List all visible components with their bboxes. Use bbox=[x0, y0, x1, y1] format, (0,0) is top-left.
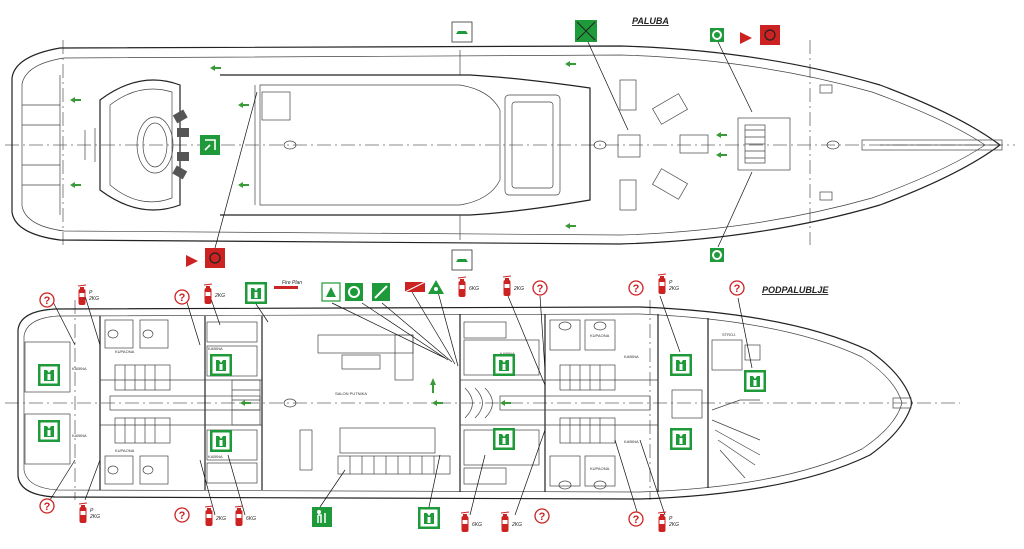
fire-extinguisher-icon bbox=[657, 273, 667, 295]
svg-text:2KG: 2KG bbox=[513, 286, 524, 292]
bathroom-label: KUPAONA bbox=[115, 349, 135, 354]
engine-room-label: STROJ. bbox=[722, 332, 736, 337]
emergency-exit-icon bbox=[311, 506, 333, 528]
cabin-label: KABINA bbox=[624, 354, 639, 359]
svg-text:2KG: 2KG bbox=[215, 516, 226, 522]
question-mark-icon bbox=[729, 280, 745, 296]
lower-deck-title: PODPALUBLJE bbox=[762, 285, 829, 295]
svg-text:P: P bbox=[669, 516, 673, 522]
life-ring-icon bbox=[709, 27, 725, 43]
svg-text:6KG: 6KG bbox=[246, 516, 256, 522]
liferaft-icon bbox=[451, 249, 473, 271]
question-mark-icon bbox=[174, 289, 190, 305]
life-jacket-icon bbox=[210, 430, 232, 452]
life-jacket-icon bbox=[210, 354, 232, 376]
salon-label: SALON PUTNIKA bbox=[335, 391, 367, 396]
svg-text:2KG: 2KG bbox=[511, 522, 522, 528]
cabin-label: KABINA bbox=[500, 351, 515, 356]
lower-deck: PODPALUBLJE bbox=[5, 285, 960, 500]
bathroom-label: KUPAONA bbox=[590, 466, 610, 471]
svg-text:2KG: 2KG bbox=[668, 286, 679, 292]
fire-extinguisher-icon bbox=[234, 505, 244, 527]
life-jacket-icon bbox=[245, 282, 267, 304]
cabin-label: KABINA bbox=[72, 433, 87, 438]
question-mark-icon bbox=[532, 280, 548, 296]
passenger-salon: SALON PUTNIKA bbox=[283, 334, 451, 475]
cabin-label: KABINA bbox=[208, 346, 223, 351]
question-mark-icon bbox=[39, 498, 55, 514]
cabin-label: KABINA bbox=[624, 439, 639, 444]
first-aid-icon bbox=[575, 20, 597, 42]
fire-extinguisher-icon bbox=[457, 276, 467, 298]
life-jacket-icon bbox=[418, 507, 440, 529]
svg-text:P: P bbox=[669, 280, 673, 286]
upper-deck: PALUBA bbox=[5, 16, 1015, 271]
svg-text:P: P bbox=[89, 290, 93, 296]
fire-hose-icon bbox=[372, 283, 390, 301]
cabin-label: KABINA bbox=[208, 454, 223, 459]
first-aid-icon bbox=[428, 280, 444, 294]
emergency-exit-icon bbox=[200, 135, 220, 155]
fire-hose-icon bbox=[760, 25, 780, 45]
lower-hull-outline bbox=[17, 306, 913, 500]
life-ring-icon bbox=[345, 283, 363, 301]
svg-text:Fire Plan: Fire Plan bbox=[282, 280, 302, 286]
svg-text:2KG: 2KG bbox=[214, 293, 225, 299]
fire-plan-icon: Fire Plan bbox=[274, 280, 302, 289]
svg-text:2KG: 2KG bbox=[668, 522, 679, 528]
deck-title: PALUBA bbox=[632, 16, 669, 26]
cabin-label: KABINA bbox=[72, 366, 87, 371]
svg-text:2KG: 2KG bbox=[89, 514, 100, 520]
svg-text:P: P bbox=[90, 508, 94, 514]
liferaft-icon bbox=[404, 281, 426, 293]
life-jacket-icon bbox=[670, 428, 692, 450]
fire-extinguisher-icon bbox=[203, 283, 213, 305]
life-jacket-icon bbox=[38, 364, 60, 386]
life-jacket-icon bbox=[744, 370, 766, 392]
question-mark-icon bbox=[534, 508, 550, 524]
svg-text:2KG: 2KG bbox=[88, 296, 99, 302]
fire-extinguisher-icon bbox=[78, 502, 88, 524]
fire-extinguisher-icon bbox=[460, 511, 470, 533]
question-mark-icon bbox=[628, 280, 644, 296]
question-mark-icon bbox=[174, 507, 190, 523]
question-mark-icon bbox=[39, 292, 55, 308]
bathroom-label: KUPAONA bbox=[115, 448, 135, 453]
svg-text:6KG: 6KG bbox=[472, 522, 482, 528]
extinguisher-labels: P 2KG 2KG 6KG 2KG P 2KG P 2KG 2KG 6KG 6K… bbox=[88, 280, 679, 528]
fire-hose-icon bbox=[205, 248, 225, 268]
life-jacket-icon bbox=[493, 428, 515, 450]
fire-extinguisher-icon bbox=[77, 284, 87, 306]
bathroom-label: KUPAONA bbox=[590, 333, 610, 338]
life-jacket-icon bbox=[38, 420, 60, 442]
life-jacket-icon bbox=[670, 354, 692, 376]
stairs bbox=[114, 364, 616, 444]
fire-extinguisher-icon bbox=[502, 275, 512, 297]
life-ring-icon bbox=[709, 247, 725, 263]
first-aid-icon bbox=[321, 282, 341, 302]
liferaft-icon bbox=[451, 21, 473, 43]
fire-extinguisher-icon bbox=[204, 505, 214, 527]
question-mark-icon bbox=[628, 511, 644, 527]
fire-extinguisher-icon bbox=[500, 511, 510, 533]
svg-text:6KG: 6KG bbox=[469, 286, 479, 292]
life-jacket-icon bbox=[493, 354, 515, 376]
